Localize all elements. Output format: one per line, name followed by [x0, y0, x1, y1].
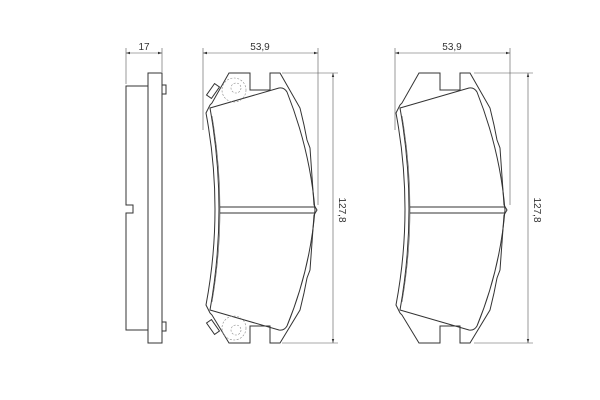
outer-pad-height-dimension: 127,8 [531, 197, 542, 222]
outer-pad-view [395, 72, 508, 344]
dimension-lines [125, 48, 533, 344]
thickness-dimension: 17 [138, 42, 150, 53]
inner-pad-view [205, 72, 318, 344]
inner-pad-height-dimension: 127,8 [336, 197, 347, 222]
inner-pad-width-dimension: 53,9 [250, 42, 270, 53]
outer-pad-width-dimension: 53,9 [442, 42, 462, 53]
side-view [125, 72, 167, 344]
